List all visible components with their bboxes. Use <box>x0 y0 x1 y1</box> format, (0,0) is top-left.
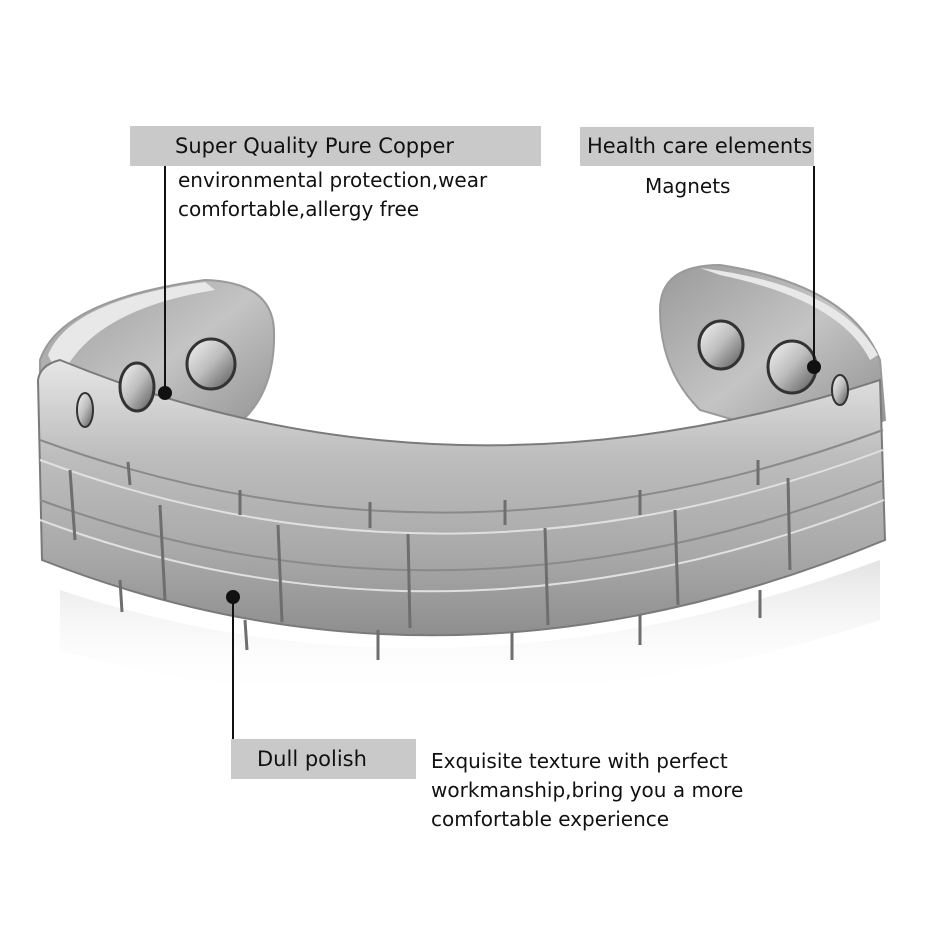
copper-label: Super Quality Pure Copper <box>130 126 541 166</box>
band-link-dividers <box>68 460 792 660</box>
polish-description-line: comfortable experience <box>431 807 670 831</box>
polish-pointer-dot <box>226 590 240 604</box>
callout-pointers <box>158 166 821 739</box>
left-magnets <box>76 337 237 428</box>
magnets-description-line: Magnets <box>645 174 731 198</box>
copper-pointer-dot <box>158 386 172 400</box>
bracelet-reflection <box>60 560 880 699</box>
health-label: Health care elements <box>580 127 814 166</box>
right-magnets <box>697 319 849 406</box>
polish-description-line: workmanship,bring you a more <box>431 778 744 802</box>
polish-description: Exquisite texture with perfect workmansh… <box>431 747 743 834</box>
polish-description-line: Exquisite texture with perfect <box>431 749 728 773</box>
copper-description: environmental protection,wear comfortabl… <box>178 166 487 224</box>
copper-description-line: comfortable,allergy free <box>178 197 420 221</box>
magnet-pointer-dot <box>807 360 821 374</box>
magnets-description: Magnets <box>645 172 730 201</box>
polish-label: Dull polish <box>231 739 416 779</box>
bracelet-band <box>36 358 887 637</box>
copper-description-line: environmental protection,wear <box>178 168 488 192</box>
